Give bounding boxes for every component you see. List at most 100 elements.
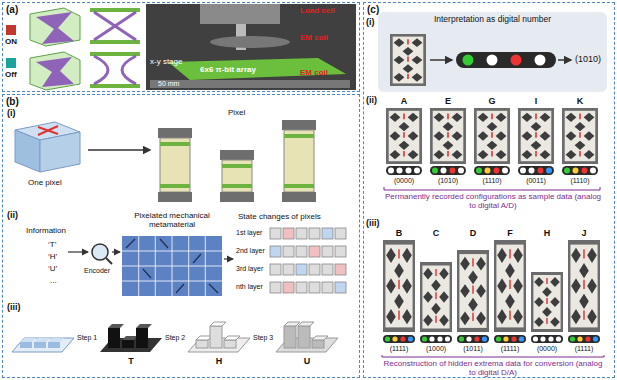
pixel-grid [122, 236, 222, 296]
layer-table [309, 228, 320, 239]
pixel-towers [284, 184, 314, 188]
pixel-cube [38, 127, 58, 134]
digit-lights [476, 168, 482, 174]
block-step [136, 328, 148, 348]
pixel-towers [282, 120, 316, 130]
figure-label: Reconstruction of hidden extrema data fo… [380, 359, 606, 377]
figure-label: State changes of pixels [238, 212, 321, 221]
layer-table [296, 264, 307, 275]
block-step [298, 322, 314, 326]
pixel-cube [15, 122, 80, 172]
figure-label: nth layer [236, 283, 263, 291]
pixel-towers [222, 164, 252, 168]
figure-label: (i) [7, 108, 16, 118]
layer-table [335, 264, 346, 275]
panel-frame: (a) [2, 2, 360, 92]
figure-label: E [445, 96, 451, 106]
digit-lights [562, 166, 598, 175]
layer-table [335, 246, 346, 257]
unit-cell-3d [30, 52, 80, 90]
figure-label: Permanently recorded configurations as s… [382, 192, 604, 210]
block-step [136, 324, 152, 328]
pixel-towers [220, 150, 254, 160]
block-step [12, 338, 74, 352]
digit-lights [383, 335, 415, 343]
layer-table [283, 282, 294, 293]
digit-lights [503, 336, 508, 341]
pixel-grid [176, 284, 184, 293]
pixel-towers [220, 192, 254, 202]
layer-table [270, 282, 281, 293]
digit-lights [388, 168, 394, 174]
state-swatches [6, 58, 16, 68]
panel-letter: (a) [6, 4, 18, 16]
block-step [34, 342, 46, 348]
pixel-grid [122, 236, 222, 296]
info-box: Interpretation as digital number [378, 12, 607, 92]
figure-label: ‘T’ [48, 240, 56, 249]
bracket [384, 187, 600, 190]
figure-label: (iii) [366, 218, 380, 228]
layer-table [283, 264, 294, 275]
figure-label: (1000) [426, 345, 446, 353]
figure-label: C [433, 228, 440, 238]
encoder-magnifier [92, 244, 112, 264]
info-box-ground [378, 12, 607, 92]
digit-lights [573, 168, 579, 174]
digit-lights [400, 336, 405, 341]
digit-lights [570, 336, 575, 341]
unit-cell-2d [90, 52, 140, 56]
unit-cell-3d [30, 8, 80, 90]
arrow [430, 59, 452, 61]
figure-label: ‘U’ [48, 264, 57, 273]
figure-label: (1010) [575, 54, 601, 64]
digit-lights [429, 336, 434, 341]
figure-label: EM coil [300, 68, 328, 77]
pixel-grid [143, 269, 151, 278]
figure-label: (ii) [7, 210, 18, 220]
digit-lights [445, 336, 450, 341]
layer-table [283, 246, 294, 257]
digit-lights [456, 52, 556, 68]
unit-cell-3d [30, 8, 80, 46]
figure-label: (1010) [438, 177, 458, 185]
figure-label: H [216, 356, 223, 366]
digit-lights [535, 55, 546, 66]
test-rig-photo [168, 58, 346, 80]
figure-label: Off [5, 70, 17, 79]
state-swatches [6, 25, 16, 35]
block-step [34, 338, 50, 342]
test-rig-photo [210, 36, 290, 48]
figure-label: B [396, 228, 403, 238]
block-step [312, 336, 328, 340]
block-step [284, 322, 300, 326]
digit-lights [432, 168, 438, 174]
figure-label: (1111) [390, 345, 409, 353]
pixel-towers [160, 138, 190, 192]
panel-letter: (c) [367, 4, 379, 16]
figure-label: H [544, 228, 551, 238]
digit-lights [482, 336, 487, 341]
digit-lights [494, 168, 500, 174]
block-step [20, 338, 36, 342]
pixel-grid [122, 266, 222, 267]
figure-label: (1111) [575, 345, 594, 353]
arrow [112, 251, 120, 252]
digit-lights [568, 335, 600, 343]
digit-lights [540, 336, 545, 341]
digit-lights [533, 336, 538, 341]
test-rig-photo [146, 4, 356, 90]
block-step [224, 336, 240, 340]
layer-table [309, 264, 320, 275]
figure-label: A [401, 96, 408, 106]
digit-lights [590, 168, 596, 174]
block-step [100, 324, 162, 352]
digit-lights [577, 336, 582, 341]
figure-label: U [304, 356, 311, 366]
figure-label: (i) [366, 17, 375, 27]
figure-label: (0000) [394, 177, 414, 185]
arrow [224, 258, 233, 259]
layer-table [335, 228, 346, 239]
